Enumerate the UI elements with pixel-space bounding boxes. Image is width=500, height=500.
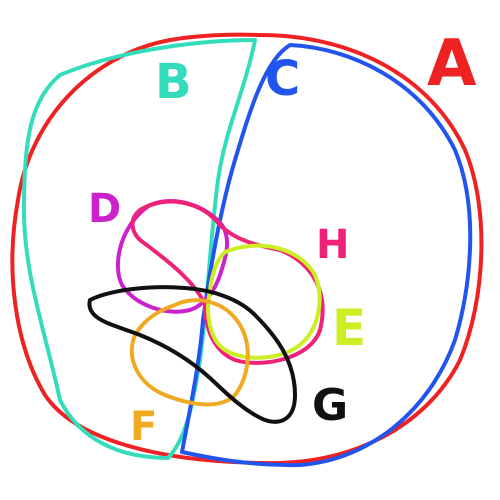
set-e-label: E xyxy=(332,299,366,357)
set-a-boundary xyxy=(10,32,484,466)
set-h-boundary xyxy=(130,199,325,365)
set-f-label: F xyxy=(130,404,157,450)
set-a-label: A xyxy=(427,27,477,101)
set-d-label: D xyxy=(88,186,121,232)
set-c-label: C xyxy=(265,51,300,107)
set-b-boundary xyxy=(21,38,257,460)
set-c-boundary xyxy=(180,43,473,468)
set-g-label: G xyxy=(312,380,348,431)
set-g-boundary xyxy=(87,285,297,424)
set-b-label: B xyxy=(155,54,192,110)
set-h-label: H xyxy=(316,222,349,268)
